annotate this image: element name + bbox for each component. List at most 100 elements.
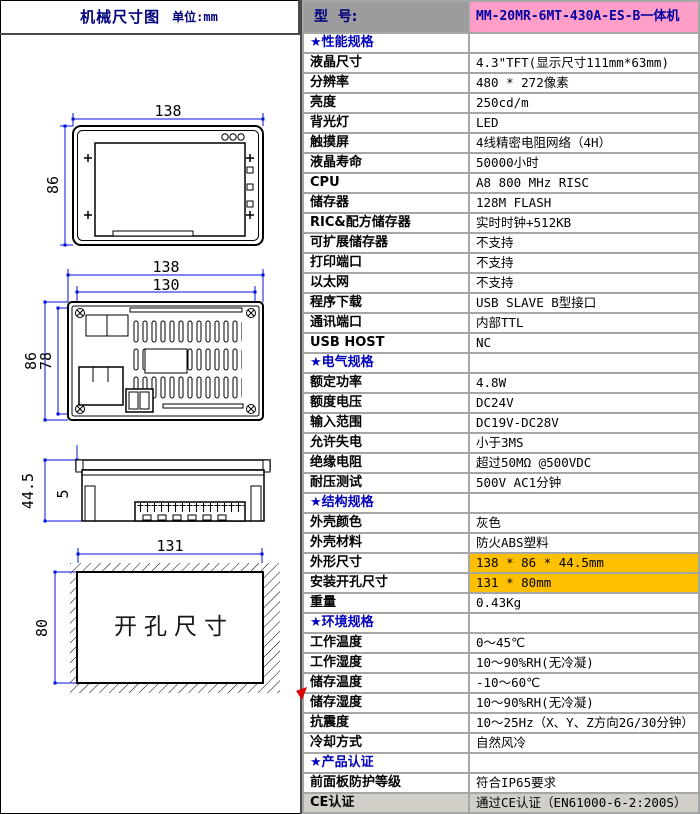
spec-value-cell: 不支持 <box>470 274 698 292</box>
spec-row: 触摸屏 4线精密电阻网络（4H） <box>304 134 698 152</box>
spec-row: 工作湿度 10～90%RH(无冷凝) <box>304 654 698 672</box>
spec-value-cell: DC19V-DC28V <box>470 414 698 432</box>
left-panel-header: 机械尺寸图 单位:mm <box>0 0 300 35</box>
spec-label-cell: 储存温度 <box>304 674 468 692</box>
spec-value-cell: 50000小时 <box>470 154 698 172</box>
spec-label-cell: 液晶寿命 <box>304 154 468 172</box>
spec-value-cell <box>470 754 698 772</box>
spec-label-cell: 储存器 <box>304 194 468 212</box>
spec-value-cell: 不支持 <box>470 234 698 252</box>
spec-row: 分辨率 480 * 272像素 <box>304 74 698 92</box>
model-label-cell: 型 号: <box>304 2 468 32</box>
cutout-drawing: 131 80 开孔尺寸 <box>33 537 280 693</box>
spec-value-cell: 131 * 80mm <box>470 574 698 592</box>
spec-row: 可扩展储存器 不支持 <box>304 234 698 252</box>
spec-row: 安装开孔尺寸 131 * 80mm <box>304 574 698 592</box>
spec-label-cell: ★性能规格 <box>304 34 468 52</box>
spec-rows: ★性能规格 液晶尺寸 4.3"TFT(显示尺寸111mm*63mm) 分辨率 4… <box>304 34 698 812</box>
spec-row: 通讯端口 内部TTL <box>304 314 698 332</box>
spec-row: 液晶寿命 50000小时 <box>304 154 698 172</box>
spec-value-cell: 0～45℃ <box>470 634 698 652</box>
spec-row: 储存湿度 10～90%RH(无冷凝) <box>304 694 698 712</box>
spec-value-cell: 不支持 <box>470 254 698 272</box>
side-flange-dim-label: 5 <box>54 489 72 498</box>
spec-value-cell: 10～90%RH(无冷凝) <box>470 694 698 712</box>
spec-value-cell: 通过CE认证（EN61000-6-2:200S） <box>470 794 698 812</box>
spec-row: ★性能规格 <box>304 34 698 52</box>
spec-label-cell: 分辨率 <box>304 74 468 92</box>
spec-row: 允许失电 小于3MS <box>304 434 698 452</box>
spec-row: 工作温度 0～45℃ <box>304 634 698 652</box>
spec-value-cell: 防火ABS塑料 <box>470 534 698 552</box>
spec-row: 程序下载 USB SLAVE B型接口 <box>304 294 698 312</box>
cutout-width-dim-label: 131 <box>156 537 183 555</box>
spec-row: RIC&配方储存器 实时时钟+512KB <box>304 214 698 232</box>
spec-row: CPU A8 800 MHz RISC <box>304 174 698 192</box>
spec-row: ★电气规格 <box>304 354 698 372</box>
spec-label-cell: 储存湿度 <box>304 694 468 712</box>
spec-row: 储存温度 -10～60℃ <box>304 674 698 692</box>
spec-value-cell: 自然风冷 <box>470 734 698 752</box>
spec-label-cell: 耐压测试 <box>304 474 468 492</box>
spec-label-cell: 亮度 <box>304 94 468 112</box>
red-triangle-marker <box>296 687 307 700</box>
spec-row: 外壳材料 防火ABS塑料 <box>304 534 698 552</box>
spec-value-cell: 4.8W <box>470 374 698 392</box>
front-view-drawing: 138 86 <box>44 102 265 247</box>
spec-value-cell: 符合IP65要求 <box>470 774 698 792</box>
spec-row: USB HOST NC <box>304 334 698 352</box>
spec-value-cell: 实时时钟+512KB <box>470 214 698 232</box>
spec-label-cell: 绝缘电阻 <box>304 454 468 472</box>
spec-label-cell: 安装开孔尺寸 <box>304 574 468 592</box>
spec-label-cell: RIC&配方储存器 <box>304 214 468 232</box>
spec-label-cell: 以太网 <box>304 274 468 292</box>
model-value-cell: MM-20MR-6MT-430A-ES-B一体机 <box>470 2 698 32</box>
spec-label-cell: 外壳材料 <box>304 534 468 552</box>
rear-outer-width-dim-label: 138 <box>152 258 179 276</box>
front-width-dim-label: 138 <box>154 102 181 120</box>
left-panel-title: 机械尺寸图 <box>80 8 161 26</box>
spec-value-cell: 4线精密电阻网络（4H） <box>470 134 698 152</box>
spec-row: ★产品认证 <box>304 754 698 772</box>
rear-outer-height-dim-label: 86 <box>22 352 40 370</box>
spec-label-cell: ★电气规格 <box>304 354 468 372</box>
spec-value-cell: 128M FLASH <box>470 194 698 212</box>
model-row: 型 号: MM-20MR-6MT-430A-ES-B一体机 <box>304 2 698 32</box>
rear-inner-width-dim-label: 130 <box>152 276 179 294</box>
spec-label-cell: 外壳颜色 <box>304 514 468 532</box>
indicator-leds-icon <box>221 133 245 141</box>
spec-label-cell: 工作湿度 <box>304 654 468 672</box>
spec-label-cell: 背光灯 <box>304 114 468 132</box>
spec-value-cell: 0.43Kg <box>470 594 698 612</box>
spec-row: 外壳颜色 灰色 <box>304 514 698 532</box>
spec-row: 外形尺寸 138 * 86 * 44.5mm <box>304 554 698 572</box>
spec-label-cell: CE认证 <box>304 794 468 812</box>
front-height-dim-label: 86 <box>44 176 62 194</box>
spec-value-cell: 10～90%RH(无冷凝) <box>470 654 698 672</box>
spec-label-cell: 触摸屏 <box>304 134 468 152</box>
spec-row: 液晶尺寸 4.3"TFT(显示尺寸111mm*63mm) <box>304 54 698 72</box>
spec-value-cell <box>470 34 698 52</box>
spec-label-cell: 工作温度 <box>304 634 468 652</box>
spec-row: 重量 0.43Kg <box>304 594 698 612</box>
spec-value-cell: 灰色 <box>470 514 698 532</box>
spec-value-cell: 480 * 272像素 <box>470 74 698 92</box>
spec-row: 额度电压 DC24V <box>304 394 698 412</box>
spec-row: 冷却方式 自然风冷 <box>304 734 698 752</box>
spec-row: 额定功率 4.8W <box>304 374 698 392</box>
spec-value-cell <box>470 494 698 512</box>
spec-value-cell: 4.3"TFT(显示尺寸111mm*63mm) <box>470 54 698 72</box>
spec-table: 型 号: MM-20MR-6MT-430A-ES-B一体机 ★性能规格 液晶尺寸… <box>300 0 700 814</box>
spec-row: 抗震度 10～25Hz（X、Y、Z方向2G/30分钟） <box>304 714 698 732</box>
rear-inner-height-dim-label: 78 <box>37 352 55 370</box>
unit-label: 单位:mm <box>172 10 218 24</box>
rear-view-drawing: 138 130 86 78 <box>22 258 265 422</box>
spec-label-cell: 通讯端口 <box>304 314 468 332</box>
spec-row: 绝缘电阻 超过50MΩ @500VDC <box>304 454 698 472</box>
spec-label-cell: CPU <box>304 174 468 192</box>
side-key-icons <box>246 166 254 208</box>
cutout-caption: 开孔尺寸 <box>114 614 234 640</box>
side-depth-dim-label: 44.5 <box>19 473 37 509</box>
spec-value-cell: 250cd/m <box>470 94 698 112</box>
